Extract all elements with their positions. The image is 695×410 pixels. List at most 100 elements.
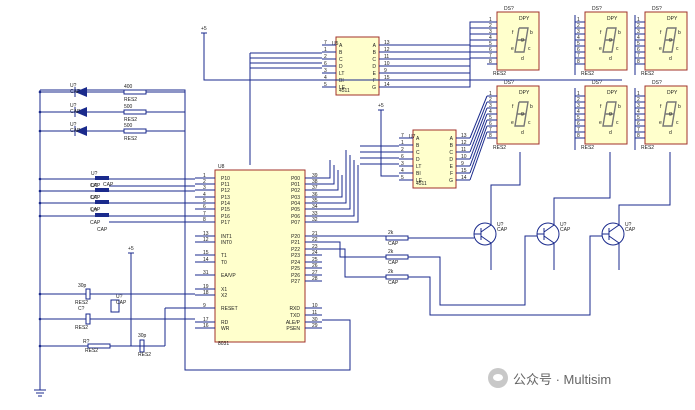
- pin-number: 2: [489, 97, 492, 103]
- pin-number: 2: [577, 23, 580, 29]
- pin-name: C: [372, 57, 376, 63]
- pin-name: A: [416, 136, 420, 142]
- pin-number: 38: [312, 179, 318, 185]
- switch-cap: CAP: [90, 183, 101, 189]
- pin-name: G: [449, 178, 453, 184]
- led-ref: U?: [70, 122, 77, 128]
- mcu-ref: U8: [218, 164, 225, 170]
- pin-name: P03: [291, 195, 300, 201]
- led-ref: U?: [70, 83, 77, 89]
- pin-number: 18: [203, 290, 209, 296]
- pin-name: LT: [339, 71, 344, 77]
- pin-name: F: [450, 171, 453, 177]
- transistor-cap: CAP: [560, 227, 571, 233]
- seg-letter: d: [521, 56, 524, 62]
- pin-number: 8: [577, 59, 580, 65]
- seg-letter: b: [678, 30, 681, 36]
- seg-letter: b: [678, 104, 681, 110]
- reset-resistor-ref2: RES2: [85, 348, 98, 354]
- display-ref: DS?: [652, 80, 662, 86]
- pin-number: 4: [203, 192, 206, 198]
- pin-number: 7: [401, 133, 404, 139]
- seg-letter: g: [609, 111, 612, 117]
- transistor-cap: CAP: [497, 227, 508, 233]
- display-dp: DPY: [519, 16, 530, 22]
- power-label: +5: [378, 103, 384, 109]
- pin-number: 1: [489, 17, 492, 23]
- pin-number: 27: [312, 270, 318, 276]
- pin-name: E: [373, 71, 377, 77]
- pin-name: C: [339, 57, 343, 63]
- pin-number: 14: [384, 82, 390, 88]
- pin-number: 1: [489, 91, 492, 97]
- segment-bus: [469, 107, 488, 153]
- pin-number: 5: [637, 115, 640, 121]
- watermark: 公众号 · Multisim: [488, 368, 611, 388]
- pin-number: 30: [312, 317, 318, 323]
- data-bus-wire: [322, 170, 339, 191]
- segment-bus: [469, 119, 488, 167]
- data-bus-wire: [322, 165, 335, 185]
- pin-name: P17: [221, 220, 230, 226]
- pin-name: LT: [416, 164, 421, 170]
- segment-bus: [393, 39, 487, 67]
- pin-name: RD: [221, 320, 229, 326]
- p2-wire: [408, 235, 537, 306]
- pin-name: RESET: [221, 306, 238, 312]
- pin-name: EA/VP: [221, 273, 236, 279]
- switch-cap: CAP: [90, 207, 101, 213]
- led-2: [75, 107, 87, 117]
- display-dp: DPY: [667, 16, 678, 22]
- pin-name: C: [416, 150, 420, 156]
- data-bus-wire: [322, 150, 347, 204]
- pin-number: 1: [203, 173, 206, 179]
- pin-number: 8: [489, 59, 492, 65]
- digit-segments: [514, 27, 529, 53]
- pin-name: INT1: [221, 234, 232, 240]
- transistor-ref: U?: [625, 222, 632, 228]
- display-dp: DPY: [607, 90, 618, 96]
- pin-number: 7: [203, 211, 206, 217]
- seg-letter: d: [609, 130, 612, 136]
- display-dp: DPY: [607, 16, 618, 22]
- display-ref: DS?: [504, 6, 514, 12]
- pin-number: 28: [312, 276, 318, 282]
- pin-number: 2: [577, 97, 580, 103]
- pin-name: P04: [291, 201, 300, 207]
- pin-number: 17: [203, 317, 209, 323]
- reset-resistor-ref: R?: [83, 339, 90, 345]
- pin-number: 8: [637, 59, 640, 65]
- seven-seg-display-2: [584, 11, 628, 71]
- pin-number: 14: [461, 175, 467, 181]
- transistor-emitter: [543, 235, 555, 265]
- seg-letter: c: [616, 120, 619, 126]
- seg-letter: e: [511, 46, 514, 52]
- seg-letter: c: [676, 46, 679, 52]
- pin-number: 3: [401, 161, 404, 167]
- pin-name: P14: [221, 201, 230, 207]
- data-bus-wire: [322, 160, 331, 179]
- pushbutton-3: [95, 200, 109, 204]
- power-label: +5: [128, 246, 134, 252]
- vcc-rail-u7: [380, 122, 399, 177]
- pin-number: 25: [312, 257, 318, 263]
- led-cap: CAP: [70, 89, 81, 95]
- vcc-rail: [203, 45, 622, 81]
- pin-name: P06: [291, 214, 300, 220]
- pin-number: 8: [203, 217, 206, 223]
- pin-name: A: [450, 136, 454, 142]
- pin-name: P12: [221, 188, 230, 194]
- crystal-cap2-ref2: RES2: [75, 325, 88, 331]
- pin-name: BI: [339, 78, 344, 84]
- switch-ref: U?: [91, 183, 98, 189]
- seg-letter: g: [669, 37, 672, 43]
- resistor-value: 500: [124, 123, 133, 129]
- pin-number: 26: [312, 263, 318, 269]
- display-res-label: RES2: [493, 145, 506, 151]
- seven-seg-display-4: [496, 85, 540, 145]
- pin-name: P02: [291, 188, 300, 194]
- switch-ref: U?: [91, 208, 98, 214]
- pin-name: P22: [291, 247, 300, 253]
- display-common-wire: [490, 152, 521, 210]
